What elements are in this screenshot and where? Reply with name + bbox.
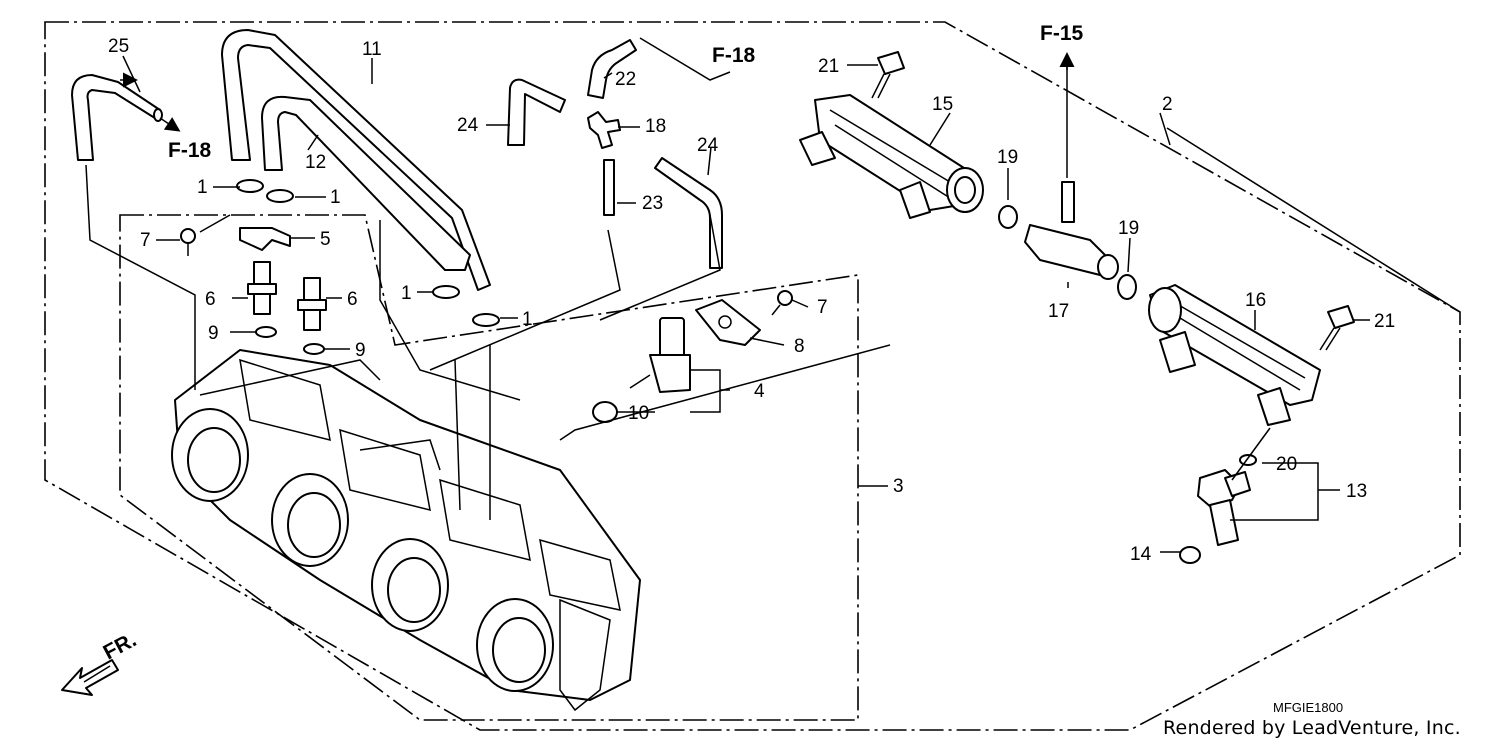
hose-24-right[interactable] [654,157,723,269]
callout-17[interactable]: 17 [1048,301,1069,322]
callout-5[interactable]: 5 [320,229,331,250]
o-ring-19-left[interactable] [998,205,1018,229]
callout-19-right[interactable]: 19 [1118,218,1139,239]
callout-7-left[interactable]: 7 [140,230,151,251]
callout-19-left[interactable]: 19 [997,147,1018,168]
callout-1b[interactable]: 1 [330,187,341,208]
callout-21-top[interactable]: 21 [818,56,839,77]
callout-10[interactable]: 10 [628,403,649,424]
cover-plate-8[interactable] [695,299,761,346]
clamp-1d[interactable] [472,313,500,327]
connector-18[interactable] [587,111,621,149]
callout-11[interactable]: 11 [362,39,382,60]
callout-9-right[interactable]: 9 [355,340,366,361]
callout-1c[interactable]: 1 [401,283,412,304]
hose-12[interactable] [261,95,471,271]
clamp-1a[interactable] [236,179,264,193]
throttle-bore-3 [371,538,449,632]
sensor-4[interactable] [629,317,691,393]
clamp-1b[interactable] [266,189,294,203]
nipple-6-right[interactable] [297,277,327,331]
hose-24-left[interactable] [507,78,566,146]
ref-f18-top[interactable]: F-18 [712,44,756,67]
throttle-body[interactable] [174,349,641,712]
washer-9-left[interactable] [255,326,277,338]
credit-text: Rendered by LeadVenture, Inc. [1163,717,1461,739]
callout-22[interactable]: 22 [615,69,636,90]
callout-1a[interactable]: 1 [197,177,208,198]
front-arrow-icon [61,659,119,696]
screw-7-right[interactable] [771,290,793,316]
throttle-bore-2 [271,473,349,567]
fuel-rail-15[interactable] [799,94,984,219]
callout-15[interactable]: 15 [932,94,953,115]
callout-7-right[interactable]: 7 [817,297,828,318]
nipple-6-left[interactable] [247,261,277,315]
leader-lines [85,37,1461,553]
hose-23[interactable] [603,159,615,216]
assembly-boundary-outer [44,21,1461,731]
callout-13[interactable]: 13 [1346,481,1367,502]
hose-11[interactable] [221,29,491,291]
callout-12[interactable]: 12 [305,152,326,173]
injector-13[interactable] [1197,469,1251,546]
seal-20[interactable] [1239,454,1257,466]
bolt-21-top[interactable] [871,51,905,99]
throttle-bore-1 [171,408,249,502]
throttle-bore-4 [476,598,554,692]
o-ring-19-right[interactable] [1117,274,1137,300]
callout-8[interactable]: 8 [794,336,805,357]
callout-6-left[interactable]: 6 [205,289,216,310]
callout-20[interactable]: 20 [1276,454,1297,475]
diagram-code: MFGIE1800 [1273,700,1343,715]
fuel-rail-16[interactable] [1148,284,1321,426]
hose-25[interactable] [71,74,163,161]
callout-14[interactable]: 14 [1130,544,1152,565]
callout-9-left[interactable]: 9 [208,323,219,344]
screw-7-left[interactable] [180,228,196,256]
callout-3[interactable]: 3 [893,476,904,497]
washer-9-right[interactable] [303,343,325,355]
ref-f15[interactable]: F-15 [1040,22,1084,45]
callout-25[interactable]: 25 [108,36,129,57]
callout-21-right[interactable]: 21 [1374,311,1395,332]
throttle-body-boundary [119,214,859,721]
callout-6-right[interactable]: 6 [347,289,358,310]
callout-16[interactable]: 16 [1245,290,1266,311]
callout-1d[interactable]: 1 [522,309,533,330]
clamp-1c[interactable] [432,285,460,299]
joint-17[interactable] [1024,181,1119,280]
callout-2[interactable]: 2 [1162,94,1173,115]
bracket-5[interactable] [239,227,291,251]
callout-24-left[interactable]: 24 [457,115,479,136]
bolt-21-right[interactable] [1319,305,1355,351]
callout-24-right[interactable]: 24 [697,135,719,156]
callout-4[interactable]: 4 [754,381,765,402]
front-label: FR. [100,628,141,664]
callouts: 25 11 12 24 22 18 23 24 21 15 2 19 19 17… [108,36,1395,565]
ref-f18-left[interactable]: F-18 [168,139,212,162]
callout-18[interactable]: 18 [645,116,666,137]
seal-14[interactable] [1179,546,1201,564]
callout-23[interactable]: 23 [642,193,663,214]
